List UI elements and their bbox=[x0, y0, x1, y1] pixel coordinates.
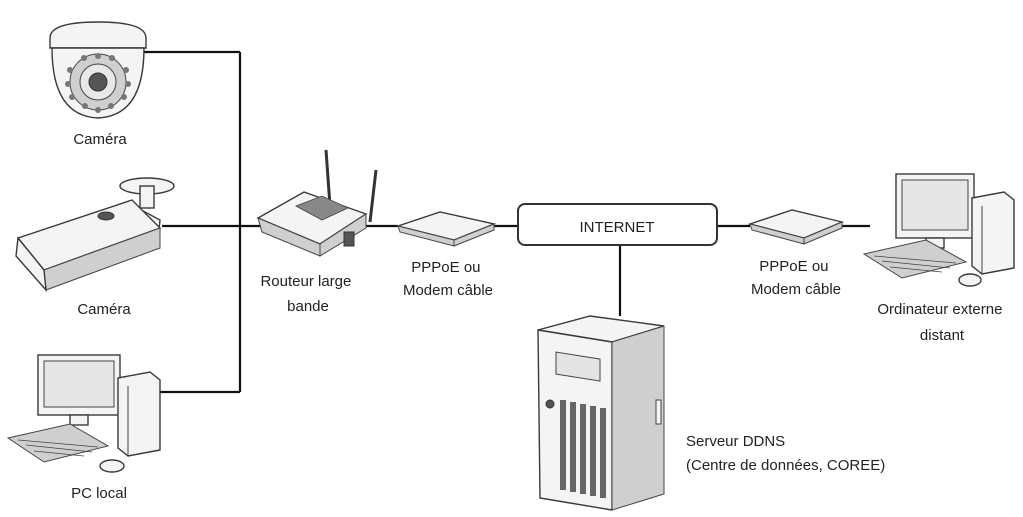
modem-left-label: PPPoE ou Modem câble bbox=[403, 259, 493, 299]
router-label: Routeur large bande bbox=[260, 273, 355, 315]
router-icon bbox=[256, 149, 378, 257]
ddns-server-label: Serveur DDNS (Centre de données, COREE) bbox=[686, 433, 885, 474]
modem-right-icon bbox=[747, 209, 845, 245]
internet-label: INTERNET bbox=[580, 219, 655, 236]
ddns-server-icon bbox=[537, 315, 665, 511]
dome-camera-label: Caméra bbox=[73, 131, 127, 148]
bullet-camera-icon bbox=[15, 177, 175, 293]
internet-box bbox=[517, 203, 718, 246]
remote-pc-icon bbox=[862, 173, 1015, 287]
bullet-camera-label: Caméra bbox=[77, 301, 131, 318]
modem-right-label: PPPoE ou Modem câble bbox=[751, 258, 841, 298]
local-pc-icon bbox=[6, 354, 161, 473]
modem-left-icon bbox=[395, 211, 497, 247]
remote-pc-label: Ordinateur externe distant bbox=[877, 301, 1006, 344]
dome-camera-icon bbox=[49, 21, 147, 119]
local-pc-label: PC local bbox=[71, 485, 127, 502]
